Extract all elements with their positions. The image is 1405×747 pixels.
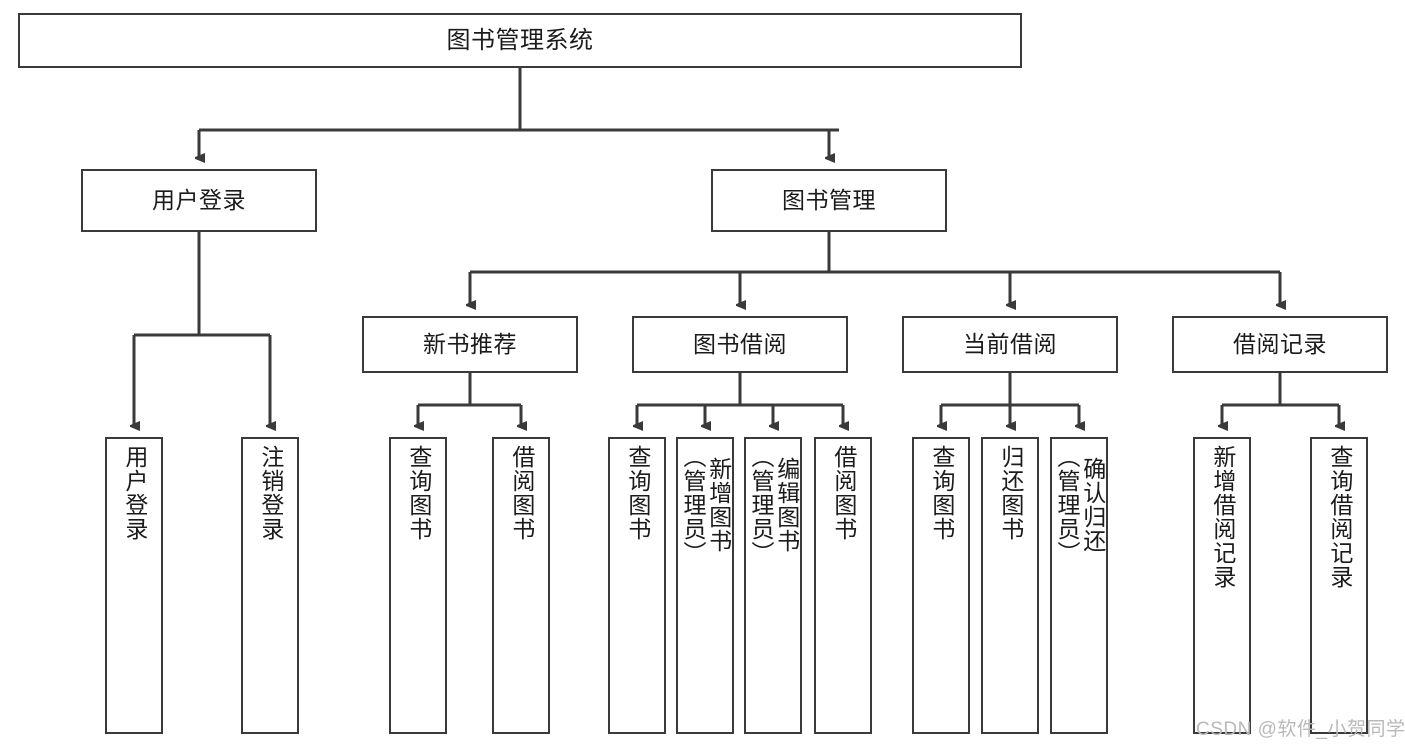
node-label: 新增借阅记录 [1209, 445, 1236, 589]
node-label: 注销登录 [257, 445, 284, 541]
leaf-borrow-book[interactable]: 借阅图书 [814, 437, 872, 734]
node-borrow-record[interactable]: 借阅记录 [1172, 316, 1388, 373]
leaf-edit-book-admin[interactable]: 编辑图书 （管理员） [744, 437, 802, 734]
node-label: 编辑图书 （管理员） [748, 445, 800, 565]
node-label: 借阅图书 [508, 445, 535, 541]
node-label: 当前借阅 [963, 331, 1057, 357]
node-label: 借阅记录 [1233, 331, 1327, 357]
node-label: 查询图书 [405, 445, 432, 541]
node-book-management[interactable]: 图书管理 [711, 169, 947, 232]
node-label: 归还图书 [997, 445, 1024, 541]
node-label: 查询图书 [928, 445, 955, 541]
node-label: 借阅图书 [830, 445, 857, 541]
node-current-borrow[interactable]: 当前借阅 [902, 316, 1118, 373]
node-label: 查询借阅记录 [1326, 445, 1353, 589]
node-label: 确认归还 （管理员） [1054, 445, 1106, 565]
node-label: 用户登录 [121, 445, 148, 541]
leaf-user-login[interactable]: 用户登录 [105, 437, 163, 734]
node-root-book-management-system[interactable]: 图书管理系统 [18, 13, 1022, 68]
leaf-return-book[interactable]: 归还图书 [981, 437, 1039, 734]
leaf-logout[interactable]: 注销登录 [241, 437, 299, 734]
leaf-query-borrow-record[interactable]: 查询借阅记录 [1310, 437, 1368, 734]
node-label: 新书推荐 [423, 331, 517, 357]
leaf-query-book-recommend[interactable]: 查询图书 [389, 437, 447, 734]
node-label: 图书借阅 [693, 331, 787, 357]
node-label: 查询图书 [624, 445, 651, 541]
leaf-borrow-book-recommend[interactable]: 借阅图书 [492, 437, 550, 734]
node-user-login[interactable]: 用户登录 [81, 169, 317, 232]
watermark-text: CSDN @软件_小贺同学 [1196, 719, 1405, 740]
node-label: 新增图书 （管理员） [680, 445, 732, 565]
node-label: 图书管理 [782, 187, 876, 213]
leaf-query-book-current[interactable]: 查询图书 [912, 437, 970, 734]
leaf-add-borrow-record[interactable]: 新增借阅记录 [1193, 437, 1251, 734]
leaf-confirm-return-admin[interactable]: 确认归还 （管理员） [1050, 437, 1108, 734]
node-book-borrow[interactable]: 图书借阅 [632, 316, 848, 373]
leaf-add-book-admin[interactable]: 新增图书 （管理员） [676, 437, 734, 734]
node-new-book-recommend[interactable]: 新书推荐 [362, 316, 578, 373]
node-label: 用户登录 [152, 187, 246, 213]
leaf-query-book-borrow[interactable]: 查询图书 [608, 437, 666, 734]
node-label: 图书管理系统 [446, 26, 594, 54]
